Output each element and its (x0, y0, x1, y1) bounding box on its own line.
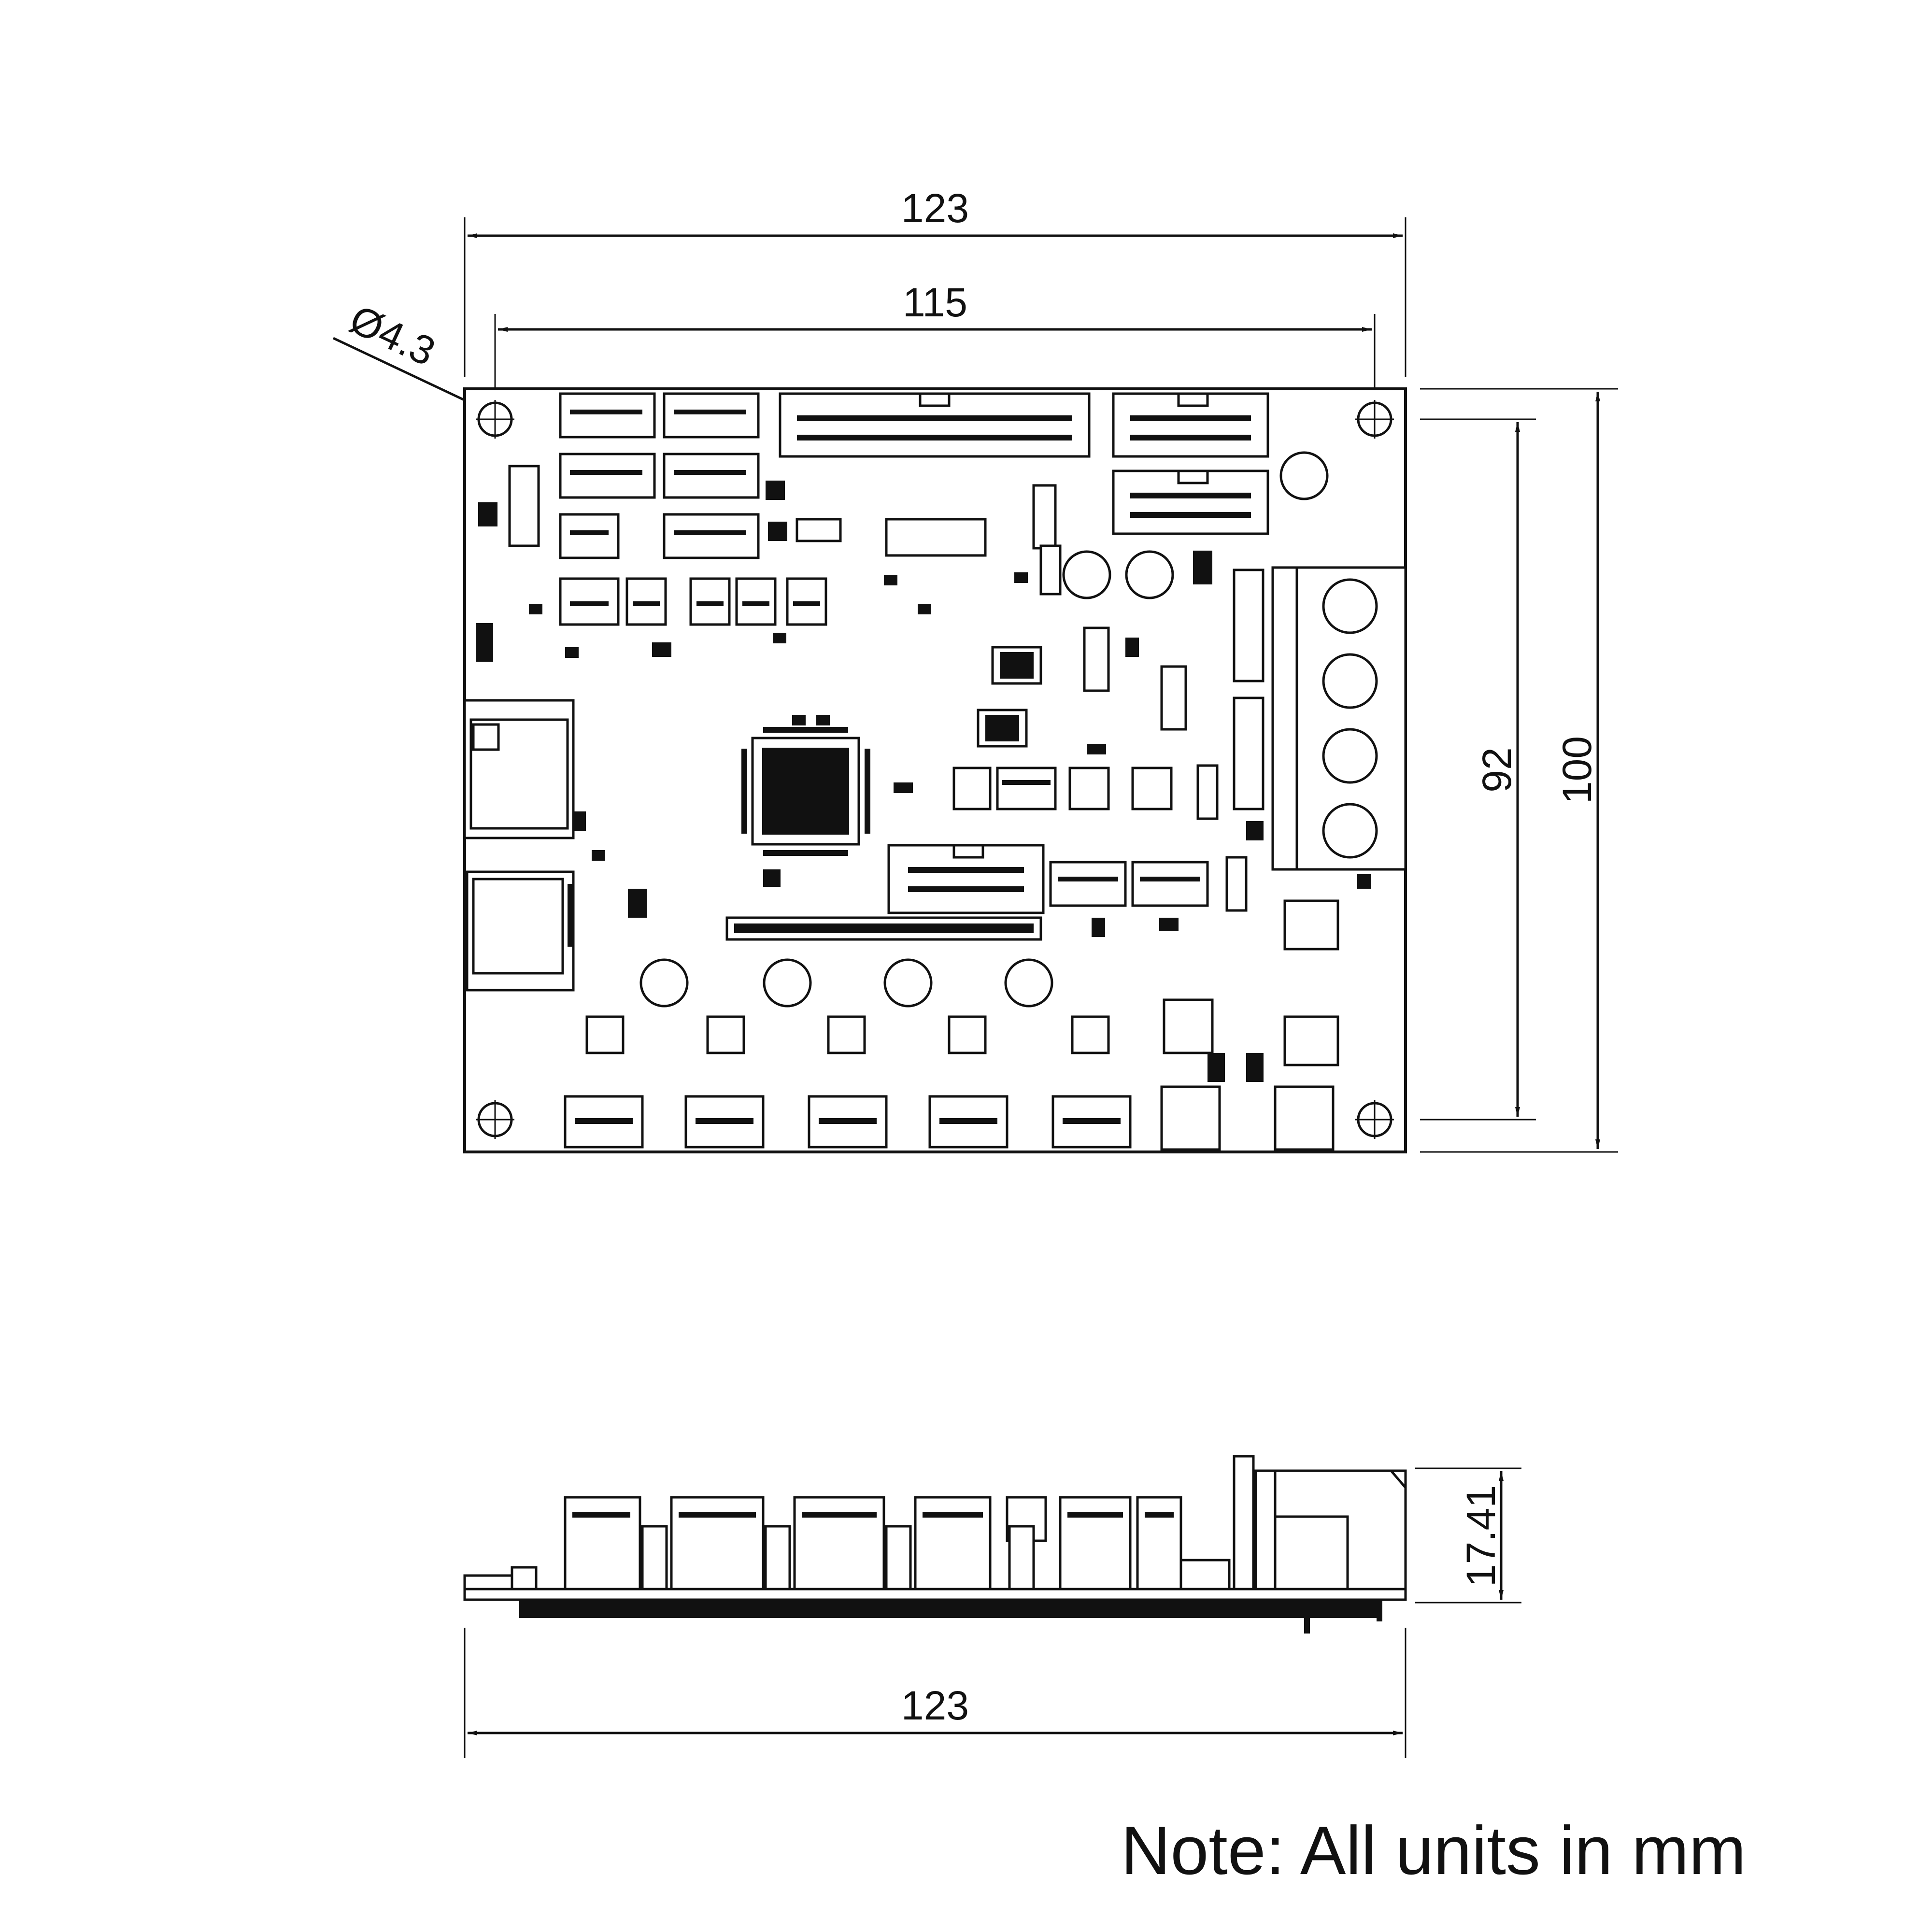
box-headers (779, 392, 1269, 914)
dimension-height-outer: 100 (1420, 388, 1618, 1153)
driver-chips (585, 646, 1110, 1054)
dimension-side-height-label: 17.41 (1458, 1485, 1504, 1587)
dimension-side-height: 17.41 (1415, 1467, 1521, 1604)
dimension-width-holes: 115 (494, 280, 1376, 418)
sd-card-slot (466, 870, 575, 992)
dimension-width-holes-label: 115 (903, 280, 967, 325)
power-mosfets (1083, 626, 1339, 1066)
top-left-connectors (559, 392, 827, 626)
mounting-holes (476, 400, 1394, 1139)
power-terminal-block (1233, 566, 1407, 871)
dimension-width-outer: 123 (464, 185, 1406, 377)
wifi-module (463, 699, 575, 839)
dimension-width-outer-label: 123 (901, 185, 969, 231)
top-view: 123 115 Ø4.3 92 100 (332, 185, 1618, 1153)
dimension-height-holes: 92 (1420, 418, 1536, 1121)
mounting-hole-top-left (476, 400, 514, 439)
small-components (476, 481, 1371, 1082)
mounting-hole-top-right (1355, 400, 1394, 439)
mcu-chip (741, 727, 870, 856)
side-view: 17.41 (463, 1455, 1521, 1758)
dimension-side-width: 123 (464, 1628, 1406, 1758)
mounting-hole-bottom-right (1355, 1100, 1394, 1139)
small-headers (508, 465, 1248, 912)
dimension-height-holes-label: 92 (1474, 747, 1520, 792)
dimension-hole-diameter-label: Ø4.3 (343, 296, 442, 374)
side-view-board (463, 1455, 1407, 1634)
mid-connectors (952, 767, 1209, 907)
motor-connectors (564, 1085, 1335, 1151)
units-note: Note: All units in mm (1121, 1812, 1746, 1889)
mounting-hole-bottom-left (476, 1100, 514, 1139)
capacitors (639, 451, 1329, 1008)
dimension-side-width-label: 123 (901, 1683, 969, 1728)
pin-header-strip (725, 916, 1042, 941)
dimension-height-outer-label: 100 (1554, 736, 1600, 804)
